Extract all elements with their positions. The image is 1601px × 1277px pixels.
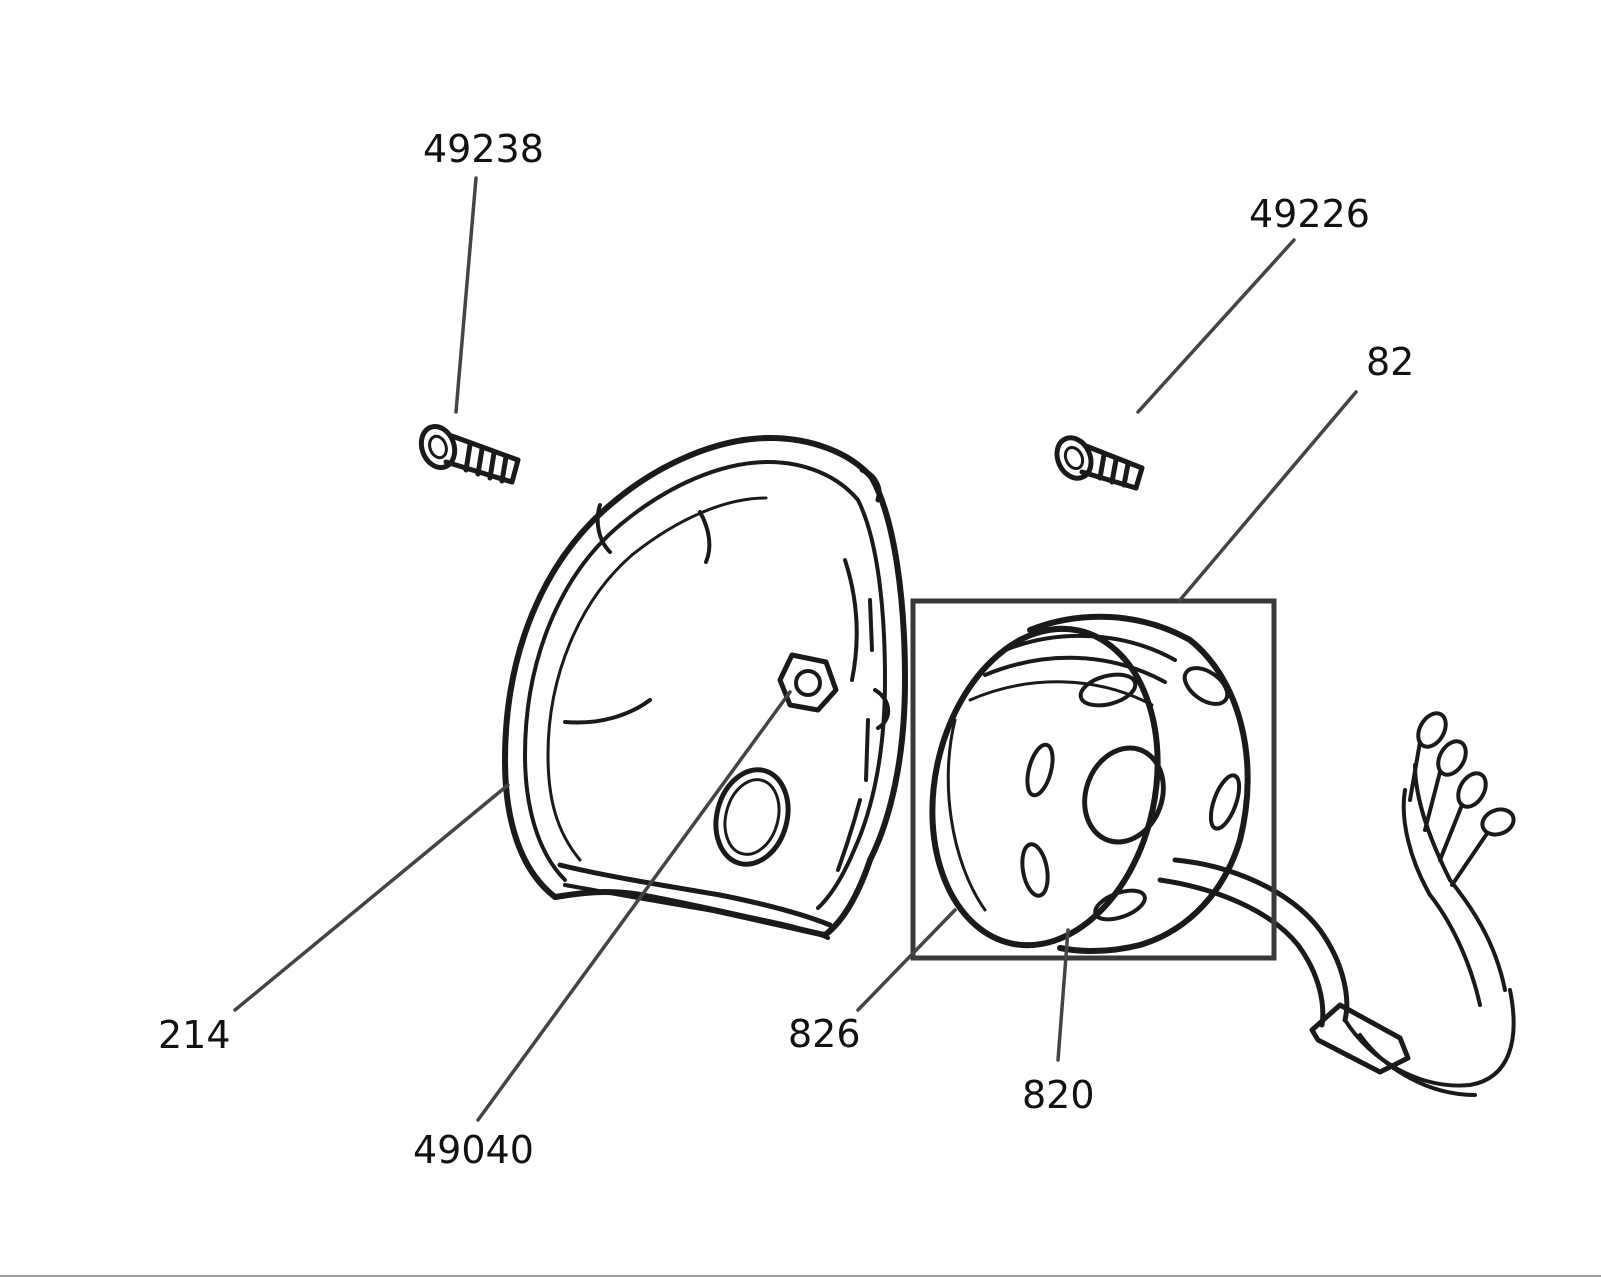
highlight-box bbox=[910, 598, 1277, 961]
leader-82 bbox=[1178, 390, 1358, 602]
bolt-49238 bbox=[418, 424, 521, 485]
callout-49226: 49226 bbox=[1249, 192, 1370, 236]
bolt-49226 bbox=[1054, 435, 1145, 491]
wiring-harness bbox=[1157, 711, 1516, 1097]
leader-49040 bbox=[476, 690, 792, 1122]
bottom-divider bbox=[0, 1275, 1601, 1277]
callout-49040: 49040 bbox=[413, 1128, 534, 1172]
leader-820 bbox=[1056, 928, 1070, 1062]
leader-lines bbox=[233, 176, 1358, 1122]
callout-82: 82 bbox=[1366, 340, 1415, 384]
callout-49238: 49238 bbox=[423, 127, 544, 171]
callout-826: 826 bbox=[788, 1012, 861, 1056]
rotor-820 bbox=[929, 613, 1251, 954]
cover-214 bbox=[502, 435, 908, 940]
leader-49226 bbox=[1136, 238, 1296, 414]
leader-214 bbox=[233, 783, 510, 1012]
leader-826 bbox=[856, 908, 957, 1012]
leader-49238 bbox=[454, 176, 478, 414]
callout-820: 820 bbox=[1022, 1073, 1095, 1117]
nut-49040 bbox=[777, 652, 839, 713]
callout-214: 214 bbox=[158, 1013, 231, 1057]
